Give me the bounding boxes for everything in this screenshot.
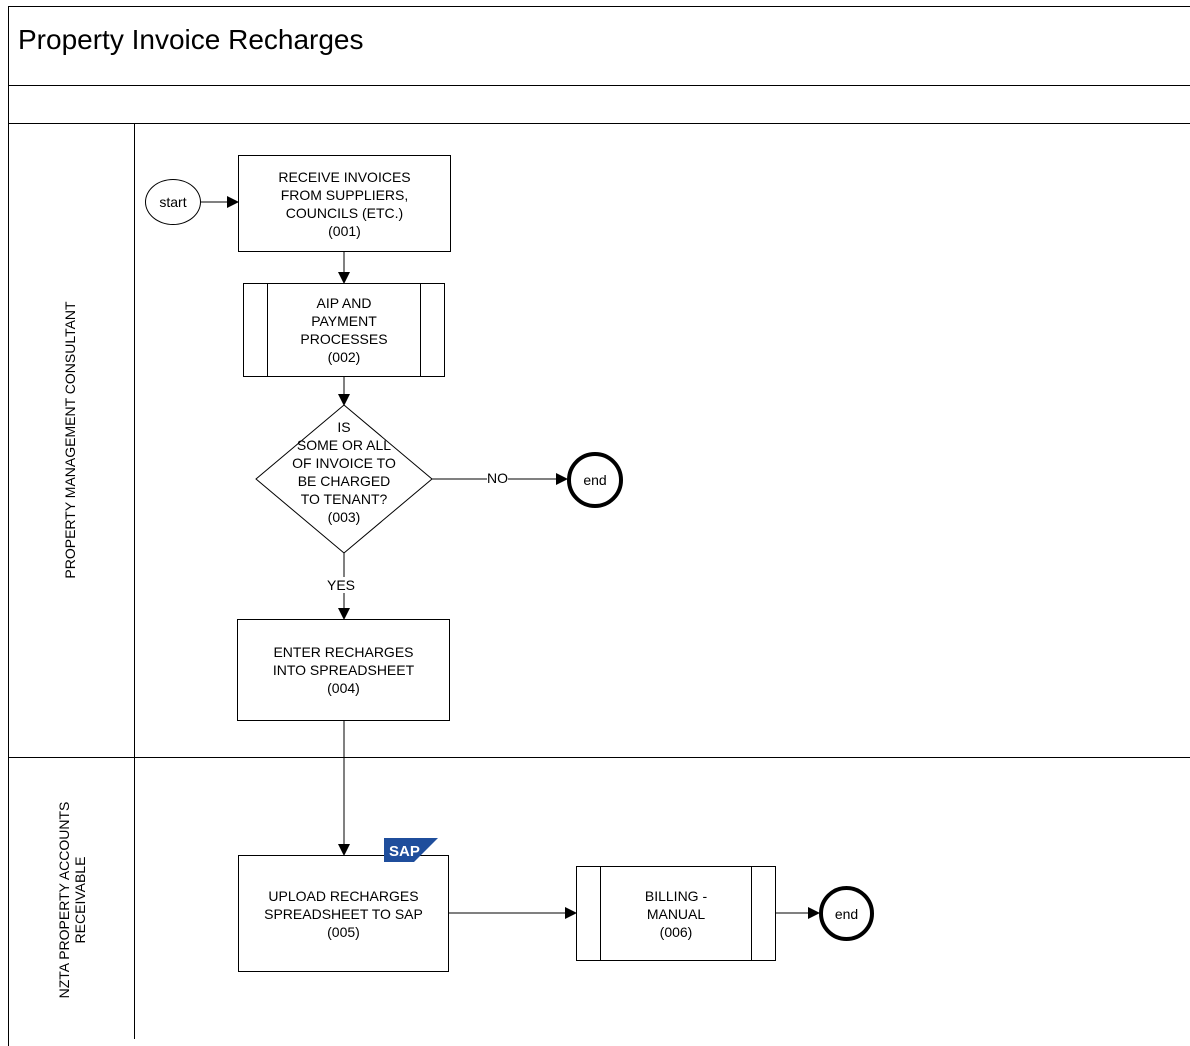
step-002-aip-payment-processes: AIP AND PAYMENT PROCESSES (002) bbox=[243, 283, 445, 377]
step-004-enter-recharges: ENTER RECHARGES INTO SPREADSHEET (004) bbox=[237, 619, 450, 721]
lane-divider bbox=[8, 757, 1190, 758]
step-004-label: ENTER RECHARGES INTO SPREADSHEET (004) bbox=[272, 644, 415, 696]
connector-label-yes: YES bbox=[327, 577, 356, 593]
subprocess-bar-left bbox=[600, 867, 601, 960]
step-002-label: AIP AND PAYMENT PROCESSES (002) bbox=[300, 295, 388, 365]
step-006-label: BILLING - MANUAL (006) bbox=[644, 887, 708, 940]
header-divider bbox=[8, 123, 1190, 124]
connector-label-no: NO bbox=[487, 470, 508, 486]
diagram-frame bbox=[8, 6, 1190, 1046]
step-001-label: RECEIVE INVOICES FROM SUPPLIERS, COUNCIL… bbox=[278, 168, 411, 239]
start-node: start bbox=[145, 179, 201, 225]
step-001-receive-invoices: RECEIVE INVOICES FROM SUPPLIERS, COUNCIL… bbox=[238, 155, 451, 252]
decision-003-label: IS SOME OR ALL OF INVOICE TO BE CHARGED … bbox=[292, 419, 396, 525]
subprocess-bar-right bbox=[420, 284, 421, 376]
lane-label-divider bbox=[134, 123, 135, 1039]
title-divider bbox=[8, 85, 1190, 86]
diagram-title: Property Invoice Recharges bbox=[18, 24, 364, 55]
subprocess-bar-right bbox=[751, 867, 752, 960]
step-005-upload-recharges: UPLOAD RECHARGES SPREADSHEET TO SAP (005… bbox=[238, 855, 449, 972]
step-005-label: UPLOAD RECHARGES SPREADSHEET TO SAP (005… bbox=[264, 887, 423, 940]
sap-logo-icon: SAP bbox=[384, 838, 438, 862]
end-node-1: end bbox=[567, 452, 623, 508]
subprocess-bar-left bbox=[267, 284, 268, 376]
end-node-2: end bbox=[819, 886, 874, 941]
svg-text:SAP: SAP bbox=[389, 843, 420, 860]
decision-003-shape bbox=[255, 404, 433, 554]
step-006-billing-manual: BILLING - MANUAL (006) bbox=[576, 866, 776, 961]
